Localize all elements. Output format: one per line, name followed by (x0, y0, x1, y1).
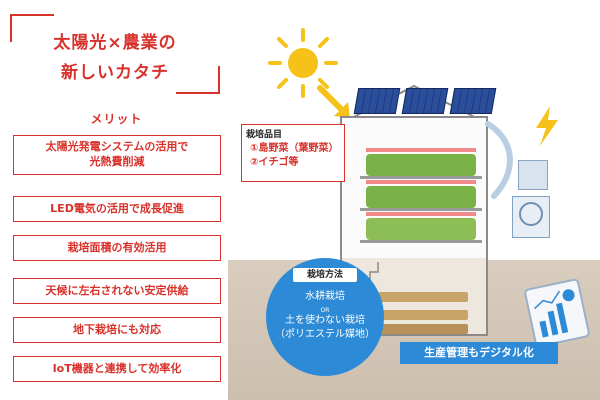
merit-item-4: 天候に左右されない安定供給 (13, 278, 221, 304)
merit-item-6: IoT機器と連携して効率化 (13, 356, 221, 382)
plant-row-1 (366, 154, 476, 176)
merit-item-3-label: 栽培面積の有効活用 (67, 240, 167, 254)
tablet-icon (524, 278, 590, 348)
basement-tray-1 (378, 292, 468, 302)
bracket-bottom-right (176, 66, 220, 94)
lightning-icon (536, 106, 558, 146)
sunlight-arrow-icon (317, 85, 350, 118)
plant-row-3 (366, 218, 476, 240)
crop-item-2: ②イチゴ等 (250, 157, 299, 168)
method-line-2: 土を使わない栽培 (285, 315, 365, 326)
bracket-top-left (10, 14, 54, 42)
solar-panel-3 (449, 88, 497, 114)
method-circle: 栽培方法 水耕栽培 OR 土を使わない栽培 （ポリエステル媒地） (266, 258, 384, 376)
method-line-1: 水耕栽培 (305, 291, 345, 302)
method-heading: 栽培方法 (293, 268, 357, 282)
led-light-1 (366, 148, 476, 152)
sun-icon (268, 28, 338, 98)
title-block: 太陽光×農業の 新しいカタチ (10, 14, 220, 94)
shelf-3 (360, 240, 482, 243)
title-line-2: 新しいカタチ (61, 63, 169, 83)
merit-item-3: 栽培面積の有効活用 (13, 235, 221, 261)
led-light-3 (366, 212, 476, 216)
led-light-2 (366, 180, 476, 184)
solar-panel-2 (401, 88, 449, 114)
solar-panel-1 (353, 88, 401, 114)
merit-item-6-label: IoT機器と連携して効率化 (52, 361, 182, 375)
merit-item-5-label: 地下栽培にも対応 (73, 322, 161, 336)
basement-tray-3 (378, 324, 468, 334)
crop-item-1: ①島野菜（葉野菜） (250, 143, 339, 154)
merit-item-2: LED電気の活用で成長促進 (13, 196, 221, 222)
method-or: OR (320, 307, 330, 314)
shelf-1 (360, 176, 482, 179)
digital-management-label: 生産管理もデジタル化 (400, 342, 558, 364)
method-line-3: （ポリエステル媒地） (275, 329, 375, 340)
merit-item-1-label: 太陽光発電システムの活用で 光熱費削減 (45, 140, 189, 168)
crop-label: 栽培品目 ①島野菜（葉野菜） ②イチゴ等 (241, 124, 345, 182)
greenhouse-illustration (228, 28, 600, 400)
merit-item-2-label: LED電気の活用で成長促進 (50, 201, 184, 215)
merit-item-5: 地下栽培にも対応 (13, 317, 221, 343)
energy-arrow-icon (485, 121, 513, 199)
plant-row-2 (366, 186, 476, 208)
merit-heading: メリット (90, 112, 143, 126)
basement-tray-2 (378, 310, 468, 320)
battery-unit (518, 160, 548, 190)
merit-item-4-label: 天候に左右されない安定供給 (45, 283, 189, 297)
title-line-1: 太陽光×農業の (53, 33, 177, 53)
crop-heading: 栽培品目 (242, 125, 344, 142)
merit-item-1: 太陽光発電システムの活用で 光熱費削減 (13, 135, 221, 175)
fan-icon (519, 202, 543, 226)
shelf-2 (360, 208, 482, 211)
